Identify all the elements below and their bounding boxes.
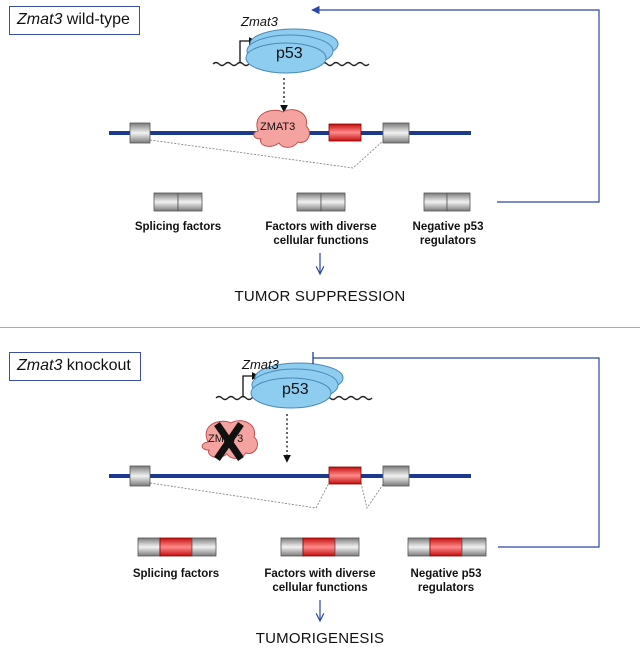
feedback-loop-bottom bbox=[313, 357, 600, 548]
exon-gray-bottom-2 bbox=[382, 465, 410, 487]
p53-complex-top bbox=[245, 28, 339, 74]
gene-name-italic: Zmat3 bbox=[17, 11, 63, 28]
gene-box-diverse-bottom bbox=[280, 537, 360, 557]
exon-gray-bottom-1 bbox=[129, 465, 151, 487]
panel-title-wildtype: Zmat3 wild-type bbox=[9, 6, 140, 35]
top-panel bbox=[109, 5, 600, 274]
panel-title-knockout: Zmat3 knockout bbox=[9, 352, 141, 381]
gene-label-bottom: Zmat3 bbox=[242, 357, 279, 372]
feedback-loop-top bbox=[311, 5, 600, 203]
gene-box-negative-bottom bbox=[407, 537, 487, 557]
zmat3-label-knockout: ZMAT3 bbox=[208, 433, 244, 445]
gene-name-italic-ko: Zmat3 bbox=[17, 357, 63, 374]
exon-gray-top-1 bbox=[129, 122, 151, 144]
category-diverse-top: Factors with diverse cellular functions bbox=[265, 221, 377, 247]
gene-box-splicing-top bbox=[153, 192, 203, 212]
outcome-bottom: TUMORIGENESIS bbox=[255, 630, 385, 647]
outcome-top: TUMOR SUPPRESSION bbox=[234, 288, 406, 305]
promoter-arrow-bottom bbox=[242, 372, 260, 397]
exon-red-bottom bbox=[328, 466, 362, 485]
splice-lines-top bbox=[149, 139, 385, 169]
category-negative-top: Negative p53 regulators bbox=[412, 221, 484, 247]
zmat3-label-top: ZMAT3 bbox=[260, 121, 296, 133]
p53-label-top: p53 bbox=[276, 45, 303, 62]
exon-gray-top-2 bbox=[382, 122, 410, 144]
p53-complex-bottom bbox=[250, 362, 344, 409]
panel-title-suffix: wild-type bbox=[62, 11, 130, 28]
gene-box-splicing-bottom bbox=[137, 537, 217, 557]
knockout-x-icon bbox=[214, 422, 244, 461]
zmat3-protein-top bbox=[253, 109, 310, 148]
bottom-panel bbox=[109, 352, 600, 621]
panel-title-suffix-ko: knockout bbox=[62, 357, 131, 374]
category-splicing-bottom: Splicing factors bbox=[132, 568, 220, 580]
gene-label-top: Zmat3 bbox=[241, 14, 278, 29]
category-negative-bottom: Negative p53 regulators bbox=[410, 568, 482, 594]
category-splicing-top: Splicing factors bbox=[134, 221, 222, 233]
panel-divider bbox=[0, 327, 640, 328]
splice-lines-bottom bbox=[149, 482, 385, 510]
gene-box-negative-top bbox=[423, 192, 471, 212]
exon-red-top bbox=[328, 123, 362, 142]
p53-label-bottom: p53 bbox=[282, 381, 309, 398]
gene-box-diverse-top bbox=[296, 192, 346, 212]
category-diverse-bottom: Factors with diverse cellular functions bbox=[264, 568, 376, 594]
